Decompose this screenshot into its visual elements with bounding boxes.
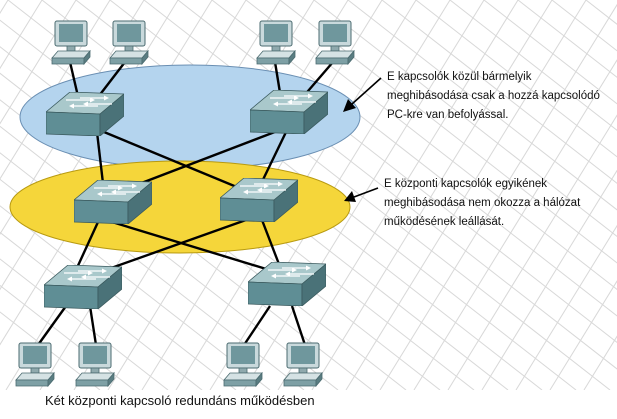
pc-icon: [315, 20, 355, 65]
switch-icon: [44, 265, 122, 309]
core-switch-zone: [9, 160, 351, 254]
arrow-icon: [343, 77, 382, 112]
pc-icon: [109, 20, 149, 65]
pc-icon: [283, 342, 323, 387]
figure-caption: Két központi kapcsoló redundáns működésb…: [45, 393, 315, 408]
arrow-icon: [344, 187, 379, 202]
pc-icon: [256, 20, 296, 65]
pc-icon: [223, 342, 263, 387]
pc-icon: [15, 342, 55, 387]
pc-icon: [51, 20, 91, 65]
pc-icon: [75, 342, 115, 387]
switch-icon: [248, 262, 326, 306]
access-switch-callout: E kapcsolók közül bármelyik meghibásodás…: [387, 71, 600, 121]
core-switch-callout: E központi kapcsolók egyikének meghibáso…: [384, 178, 581, 228]
